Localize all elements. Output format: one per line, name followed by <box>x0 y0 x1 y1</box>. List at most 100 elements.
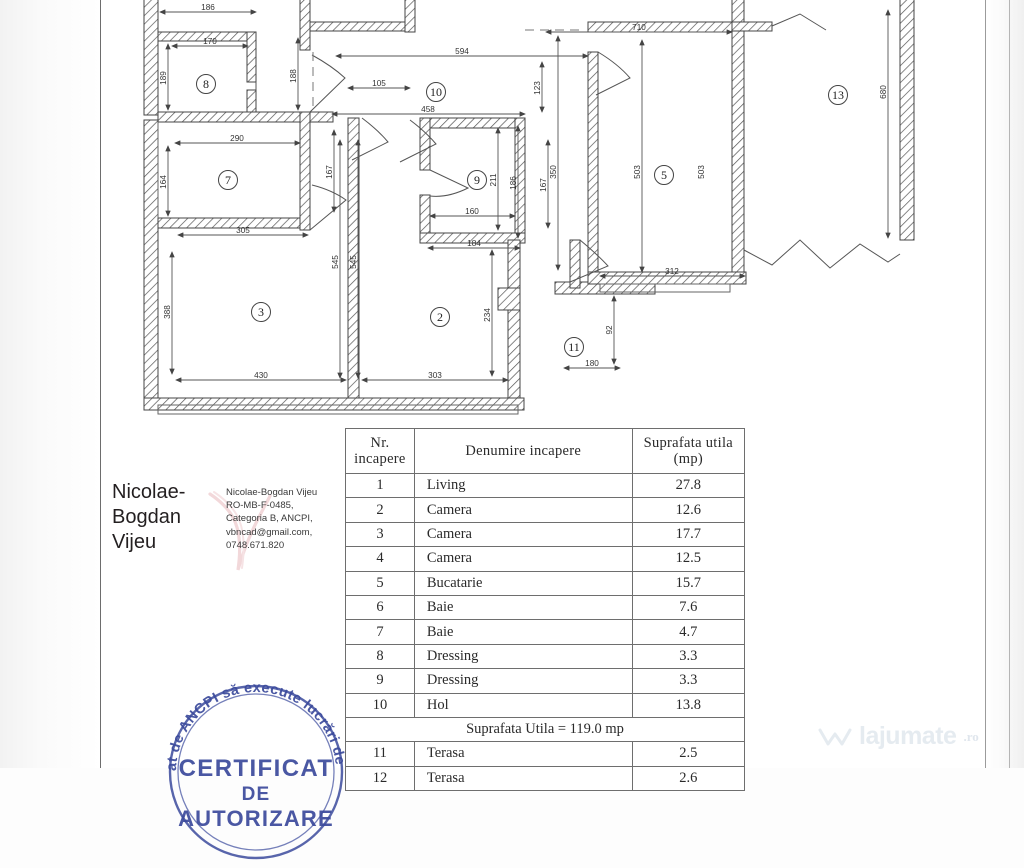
svg-text:305: 305 <box>236 226 250 235</box>
room-marker-13: 13 <box>828 85 848 105</box>
cell-name: Camera <box>413 546 633 572</box>
svg-text:290: 290 <box>230 134 244 143</box>
room-marker-10: 10 <box>426 82 446 102</box>
svg-text:186: 186 <box>201 3 215 12</box>
table-total-row: Suprafata Utila = 119.0 mp <box>345 716 745 743</box>
svg-text:160: 160 <box>465 207 479 216</box>
cell-area: 3.3 <box>631 668 746 694</box>
signature-detail-phone: 0748.671.820 <box>226 539 285 551</box>
svg-text:545: 545 <box>349 255 358 269</box>
page-edge-shading-left <box>0 0 100 768</box>
stamp-arc-text: utorizat de ANCPI să execute lucrări de … <box>160 676 348 771</box>
svg-text:10: 10 <box>430 85 442 99</box>
cell-area: 27.8 <box>631 472 746 499</box>
svg-text:184: 184 <box>467 239 481 248</box>
svg-text:503: 503 <box>633 165 642 179</box>
cell-nr: 8 <box>345 643 415 670</box>
header-denumire: Denumire incapere <box>413 428 633 474</box>
room-markers: 8 7 10 9 5 13 3 2 11 <box>196 74 848 357</box>
svg-text:189: 189 <box>159 71 168 85</box>
svg-text:710: 710 <box>632 23 646 32</box>
svg-text:2: 2 <box>437 310 443 324</box>
page-border-left <box>100 0 101 768</box>
room-marker-7: 7 <box>218 170 238 190</box>
watermark-tld: .ro <box>963 728 979 744</box>
room-marker-2: 2 <box>430 307 450 327</box>
signature-detail-email: vbncad@gmail.com, <box>226 526 313 538</box>
room-marker-11: 11 <box>564 337 584 357</box>
cell-nr: 12 <box>345 765 415 792</box>
stamp-line2: DE <box>242 784 271 805</box>
svg-text:458: 458 <box>421 105 435 114</box>
svg-text:11: 11 <box>568 340 580 354</box>
svg-text:180: 180 <box>585 359 599 368</box>
cell-name: Terasa <box>413 741 633 767</box>
cell-area: 2.6 <box>631 765 746 792</box>
cell-area: 3.3 <box>631 643 746 670</box>
table-header-row: Nr. incapere Denumire incapere Suprafata… <box>345 428 746 474</box>
cell-nr: 5 <box>345 570 415 596</box>
stamp-line3: AUTORIZARE <box>178 806 334 831</box>
room-marker-8: 8 <box>196 74 216 94</box>
room-marker-9: 9 <box>467 170 487 190</box>
signature-details: Nicolae-Bogdan Vijeu RO-MB-F-0485, Categ… <box>226 486 356 552</box>
page-border-right-inner <box>985 0 986 768</box>
cell-area: 2.5 <box>631 741 746 767</box>
digital-signature-block: Nicolae- Bogdan Vijeu Nicolae-Bogdan Vij… <box>108 478 348 578</box>
signature-detail-category: Categoria B, ANCPI, <box>226 513 313 525</box>
cell-nr: 4 <box>345 546 415 572</box>
cell-nr: 11 <box>345 741 415 767</box>
cell-nr: 10 <box>345 692 415 718</box>
cell-nr: 3 <box>345 521 415 548</box>
cell-nr: 7 <box>345 619 415 645</box>
page-border-right-outer <box>1009 0 1010 768</box>
page-edge-shading-right <box>984 0 1024 768</box>
header-suprafata: Suprafata utila (mp) <box>631 428 746 474</box>
svg-text:430: 430 <box>254 371 268 380</box>
svg-text:5: 5 <box>661 168 667 182</box>
cell-area: 15.7 <box>631 570 746 596</box>
svg-text:167: 167 <box>539 178 548 192</box>
signature-name-line3: Vijeu <box>112 531 157 553</box>
svg-text:164: 164 <box>159 175 168 189</box>
cell-area: 17.7 <box>631 521 746 548</box>
svg-text:211: 211 <box>489 173 498 186</box>
header-area-line1: Suprafata utila <box>643 435 734 451</box>
svg-text:utorizat de ANCPI să execute l: utorizat de ANCPI să execute lucrări de … <box>160 676 348 771</box>
svg-text:188: 188 <box>289 69 298 83</box>
svg-text:303: 303 <box>428 371 442 380</box>
svg-text:9: 9 <box>474 173 480 187</box>
cell-name: Bucatarie <box>413 570 633 596</box>
svg-text:3: 3 <box>258 305 264 319</box>
cell-area: 12.6 <box>631 497 746 523</box>
cell-name: Dressing <box>413 668 633 694</box>
svg-text:186: 186 <box>509 176 518 190</box>
authorization-stamp: utorizat de ANCPI să execute lucrări de … <box>160 676 352 868</box>
signature-name: Nicolae- Bogdan Vijeu <box>112 480 232 555</box>
stamp-line1: CERTIFICAT <box>179 755 334 782</box>
svg-text:167: 167 <box>325 165 334 179</box>
signature-name-line1: Nicolae- <box>112 481 186 503</box>
room-marker-5: 5 <box>654 165 674 185</box>
svg-text:234: 234 <box>483 308 492 322</box>
floor-plan-drawing: 186 170 105 290 305 594 458 710 160 184 … <box>100 0 985 420</box>
cell-nr: 6 <box>345 594 415 621</box>
svg-text:503: 503 <box>697 165 706 179</box>
lajumate-logo-icon <box>818 728 852 745</box>
svg-text:123: 123 <box>533 81 542 95</box>
cell-name: Terasa <box>413 765 633 792</box>
svg-text:170: 170 <box>203 37 217 46</box>
cell-name: Hol <box>413 692 633 718</box>
svg-text:545: 545 <box>331 255 340 269</box>
svg-text:13: 13 <box>832 88 844 102</box>
svg-text:8: 8 <box>203 77 209 91</box>
